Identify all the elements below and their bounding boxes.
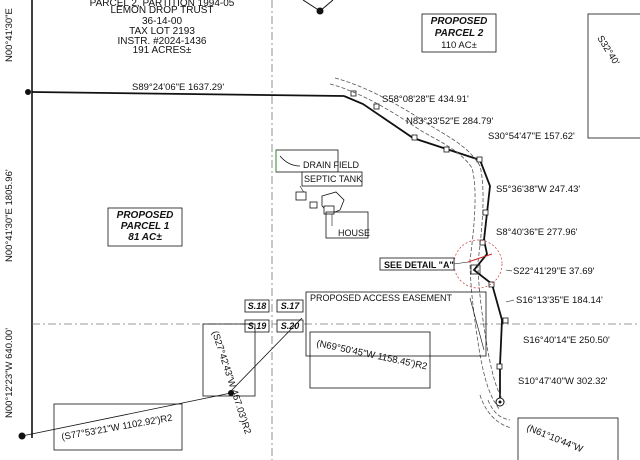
header-line-4: TAX LOT 2193 <box>129 26 195 37</box>
section-20: S.20 <box>281 321 300 331</box>
north-line-bearing: S89°24'06"E 1637.29' <box>132 82 224 93</box>
section-17: S.17 <box>281 301 301 311</box>
header-line-2: LEMON DROP TRUST <box>111 5 214 16</box>
record-bearing-4: (N61°10'44"W <box>525 423 584 456</box>
house-label: HOUSE <box>338 228 370 238</box>
bearing-3: S30°54'47"E 157.62' <box>488 131 575 142</box>
bearing-2: N83°33'52"E 284.79' <box>406 116 494 127</box>
parcel-1-label: PROPOSED PARCEL 1 81 AC± <box>107 207 183 247</box>
bearing-6: S22°41'29"E 37.69' <box>513 266 595 277</box>
parcel-1-title: PROPOSED <box>117 210 174 221</box>
section-boxes: S.18 S.17 S.19 S.20 <box>244 299 304 333</box>
easement-label: PROPOSED ACCESS EASEMENT <box>305 291 487 357</box>
record-bearing-2: (N69°50'45"W 1158.45')R2 <box>315 338 428 372</box>
see-detail-label: SEE DETAIL "A" <box>379 257 469 271</box>
parcel-2-name: PARCEL 2 <box>435 28 484 39</box>
west-upper-bearing: N00°41'30"E <box>4 8 15 62</box>
west-mid-bearing: N00°41'30"E 1805.96' <box>4 169 15 262</box>
nw-corner-monument <box>25 89 31 95</box>
detail-a-marker <box>453 239 503 289</box>
west-lower-bearing: N00°12'23"W 640.00' <box>4 328 15 418</box>
see-detail-text: SEE DETAIL "A" <box>384 260 454 270</box>
record-bearing-3: (S77°53'21"W 1102.92')R2 <box>61 413 174 443</box>
record-bearing-1: (S27°42'43"W 467.03')R2 <box>209 330 253 436</box>
header-block: PARCEL 2, PARTITION 1994-05 LEMON DROP T… <box>90 0 235 56</box>
drain-field-label: DRAIN FIELD <box>303 160 360 170</box>
header-line-5: INSTR. #2024-1436 <box>118 36 207 47</box>
section-18: S.18 <box>248 301 267 311</box>
improvements: DRAIN FIELD SEPTIC TANK HOUSE <box>275 149 370 239</box>
parcel-2-title: PROPOSED <box>431 16 488 27</box>
parcel-2-label: PROPOSED PARCEL 2 110 AC± <box>421 13 497 53</box>
parcel-1-name: PARCEL 1 <box>121 221 170 232</box>
bend-markers <box>350 90 509 370</box>
record-box-2: (N69°50'45"W 1158.45')R2 <box>309 331 431 389</box>
parcel-2-area: 110 AC± <box>441 40 477 51</box>
road-spur <box>479 394 513 429</box>
parcel-1-area: 81 AC± <box>128 232 162 243</box>
bearing-1: S58°08'28"E 434.91' <box>382 94 469 105</box>
access-road <box>329 77 507 411</box>
bearing-8: S16°40'14"E 250.50' <box>523 335 610 346</box>
north-boundary-line <box>31 91 345 97</box>
bearing-4: S5°36'38"W 247.43' <box>496 184 580 195</box>
record-box-3: (S77°53'21"W 1102.92')R2 <box>21 392 232 451</box>
record-box-4: (N61°10'44"W <box>517 417 619 460</box>
top-monument <box>302 0 334 15</box>
header-line-3: 36-14-00 <box>142 16 182 27</box>
bearing-5: S8°40'36"E 277.96' <box>496 227 578 238</box>
header-line-1: PARCEL 2, PARTITION 1994-05 <box>90 0 235 9</box>
bearing-7: S16°13'35"E 184.14' <box>516 295 603 306</box>
record-box-1: (S27°42'43"W 467.03')R2 <box>202 317 303 436</box>
section-19: S.19 <box>248 321 267 331</box>
header-line-6: 191 ACRES± <box>133 45 192 56</box>
east-boundary-line <box>343 95 503 402</box>
bearing-9: S10°47'40"W 302.32' <box>518 376 608 387</box>
easement-text: PROPOSED ACCESS EASEMENT <box>310 293 453 303</box>
septic-tank-label: SEPTIC TANK <box>304 174 362 184</box>
east-edge-callout <box>587 13 640 139</box>
